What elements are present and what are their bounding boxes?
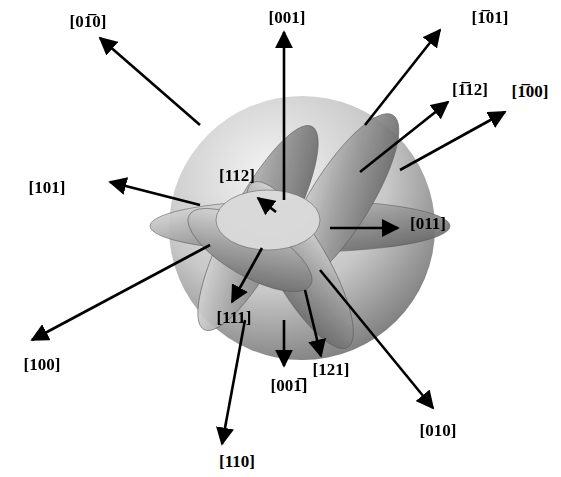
- direction-label: [112]: [219, 167, 255, 186]
- direction-label: [100]: [24, 356, 61, 375]
- direction-label: [010]: [420, 422, 457, 441]
- lobes: [150, 99, 450, 361]
- direction-label: [1̅01]: [472, 9, 509, 28]
- direction-label: [001]: [269, 9, 306, 28]
- direction-arrows: [32, 30, 505, 444]
- direction-label: [001̅]: [271, 377, 308, 396]
- direction-label: [1̅12]: [452, 81, 488, 100]
- direction-label: [01̅0]: [70, 13, 107, 32]
- direction-label: [111]: [217, 309, 252, 328]
- direction-label: [121]: [313, 361, 350, 380]
- sphere: [169, 96, 435, 360]
- direction-label: [1̅00]: [512, 83, 549, 102]
- direction-label: [101]: [29, 179, 66, 198]
- direction-label: [110]: [219, 453, 255, 472]
- direction-label: [011]: [410, 215, 446, 234]
